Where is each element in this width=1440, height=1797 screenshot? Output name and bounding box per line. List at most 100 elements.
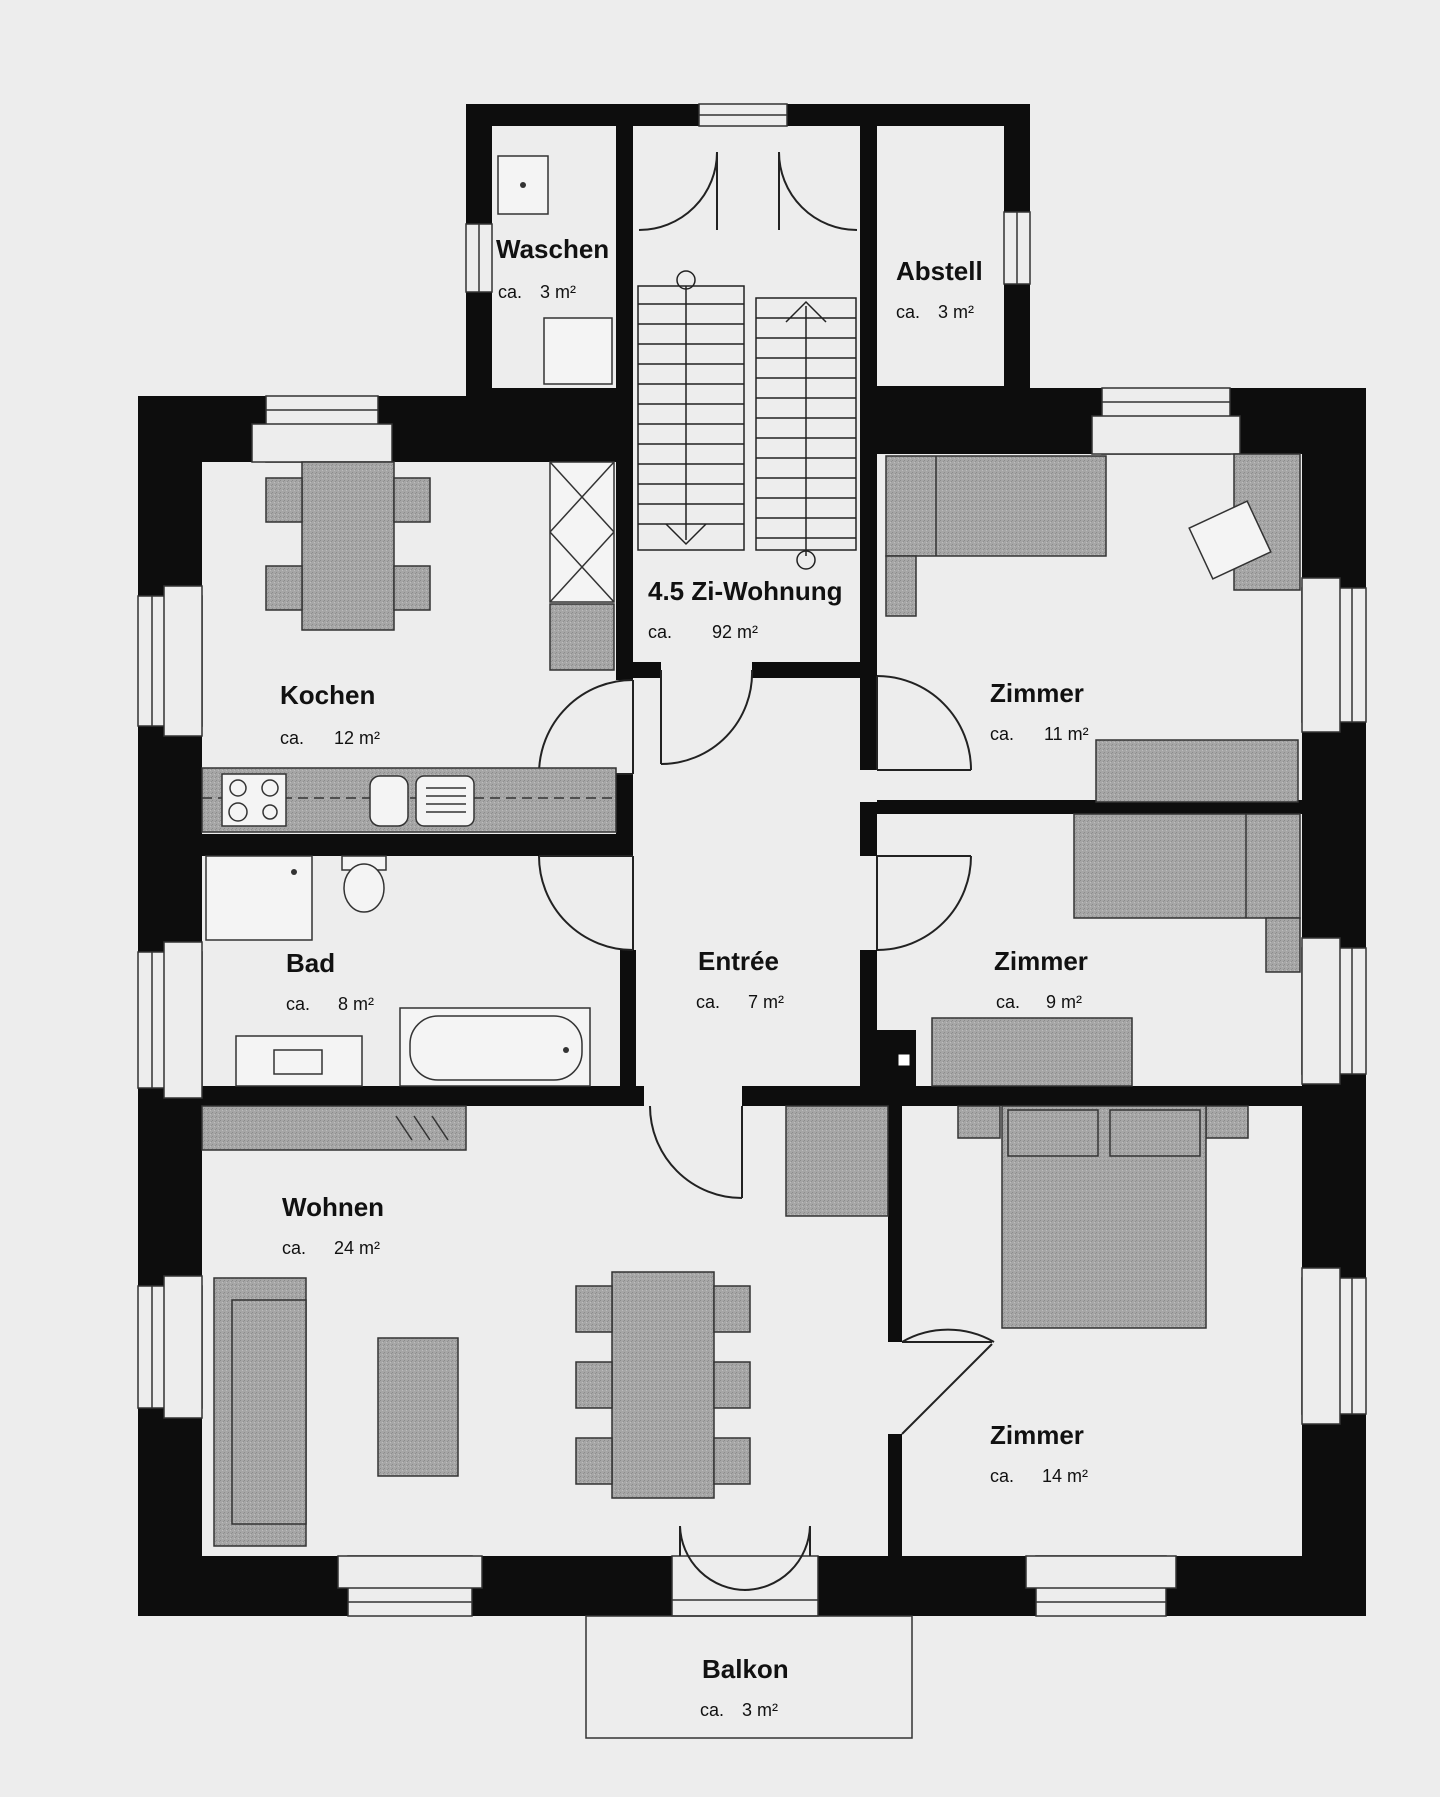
wall-entree-right-1 <box>860 670 877 770</box>
room-area-prefix: ca. <box>700 1700 724 1720</box>
room-name: Zimmer <box>990 678 1084 708</box>
furniture <box>201 155 1301 1547</box>
room-area: 12 m² <box>334 728 380 748</box>
wall-north-left-b <box>378 396 633 462</box>
wardrobe-zimmer-e <box>931 1017 1133 1087</box>
kitchen-sink <box>369 775 409 827</box>
label-bad: Bad ca. 8 m² <box>286 948 374 1014</box>
dining-chair <box>713 1285 751 1333</box>
room-name: Balkon <box>702 1654 789 1684</box>
label-kochen: Kochen ca. 12 m² <box>280 680 380 748</box>
room-labels: Waschen ca. 3 m² Abstell ca. 3 m² 4.5 Zi… <box>280 234 1089 1720</box>
wall-south-4 <box>1166 1556 1366 1616</box>
balcony <box>585 1615 913 1739</box>
nightstand <box>1205 1105 1249 1139</box>
kitchen-chair <box>265 565 303 611</box>
wall-zimmer-ne-e <box>877 800 1302 814</box>
room-name: Abstell <box>896 256 983 286</box>
wall-west-1 <box>138 396 202 596</box>
room-area-prefix: ca. <box>648 622 672 642</box>
window-zimmer-se-east <box>1301 1267 1367 1425</box>
room-name: Entrée <box>698 946 779 976</box>
room-area-prefix: ca. <box>498 282 522 302</box>
apartment-name: 4.5 Zi-Wohnung <box>648 576 843 606</box>
room-area-prefix: ca. <box>282 1238 306 1258</box>
dining-chair <box>575 1285 613 1333</box>
room-area-prefix: ca. <box>286 994 310 1014</box>
room-name: Bad <box>286 948 335 978</box>
window-kochen-north <box>251 395 393 463</box>
dining-table-kitchen <box>301 461 395 631</box>
window-abstell <box>1003 211 1031 285</box>
wardrobe-zimmer-ne <box>1095 739 1299 803</box>
label-zimmer-se: Zimmer ca. 14 m² <box>990 1420 1088 1486</box>
wall-wohnen-zimmer-se <box>888 1106 902 1342</box>
bed-zimmer-ne <box>885 455 1107 557</box>
dining-table-wohnen <box>611 1271 715 1499</box>
column-marker <box>897 1053 911 1067</box>
wall-south-2 <box>472 1556 672 1616</box>
stairs <box>637 270 857 570</box>
room-area: 7 m² <box>748 992 784 1012</box>
cabinet-entree <box>785 1105 889 1217</box>
wall-bad-right <box>620 950 636 1100</box>
stair-left <box>637 285 745 551</box>
label-entree: Entrée ca. 7 m² <box>696 946 784 1012</box>
room-area-prefix: ca. <box>990 1466 1014 1486</box>
door-stair <box>660 669 754 765</box>
toilet <box>343 863 385 913</box>
door-kochen <box>538 679 634 775</box>
nightstand <box>885 555 917 617</box>
label-waschen: Waschen ca. 3 m² <box>496 234 609 302</box>
wall-upper-left <box>466 104 492 224</box>
dining-chair <box>713 1437 751 1485</box>
door-wohnen <box>649 1105 743 1199</box>
room-name: Zimmer <box>994 946 1088 976</box>
room-area-prefix: ca. <box>280 728 304 748</box>
kitchen-chair <box>393 565 431 611</box>
nightstand <box>957 1105 1001 1139</box>
window-kochen-west <box>137 585 203 737</box>
pillow <box>1109 1109 1201 1157</box>
sideboard-wohnen <box>201 1105 467 1151</box>
walls <box>138 104 1366 1616</box>
kitchen-cabinet-tall <box>549 461 615 603</box>
sink-drainer <box>415 775 475 827</box>
wall-upper-right <box>1004 104 1030 212</box>
room-area-prefix: ca. <box>696 992 720 1012</box>
wall-north-right-a <box>860 388 1102 454</box>
apartment-area: 92 m² <box>712 622 758 642</box>
label-zimmer-ne: Zimmer ca. 11 m² <box>990 678 1089 744</box>
label-wohnen: Wohnen ca. 24 m² <box>282 1192 384 1258</box>
shower-tray <box>205 855 313 941</box>
wall-entree-wohnen-right <box>742 1086 1306 1106</box>
wall-south-3 <box>818 1556 1036 1616</box>
wall-kochen-right <box>616 462 633 680</box>
window-zimmer-se-south <box>1025 1555 1177 1617</box>
door-zimmer-ne <box>876 675 972 771</box>
label-balkon: Balkon ca. 3 m² <box>700 1654 789 1720</box>
room-area: 9 m² <box>1046 992 1082 1012</box>
room-area: 11 m² <box>1044 724 1089 744</box>
window-wohnen-south <box>337 1555 483 1617</box>
wall-bad-wohnen <box>202 1086 644 1106</box>
pillow <box>1007 1109 1099 1157</box>
room-area: 24 m² <box>334 1238 380 1258</box>
wall-upper-top-right <box>787 104 1028 126</box>
door-abstell <box>778 151 858 231</box>
room-area: 3 m² <box>540 282 576 302</box>
wall-entree-right-3 <box>860 950 877 1086</box>
room-name: Zimmer <box>990 1420 1084 1450</box>
window-waschen <box>465 223 493 293</box>
window-zimmer-ne-north <box>1091 387 1241 455</box>
dining-chair <box>713 1361 751 1409</box>
kitchen-chair <box>265 477 303 523</box>
kitchen-chair <box>393 477 431 523</box>
room-area-prefix: ca. <box>996 992 1020 1012</box>
wall-east-2 <box>1302 722 1366 948</box>
room-name: Waschen <box>496 234 609 264</box>
door-waschen <box>638 151 718 231</box>
label-zimmer-e: Zimmer ca. 9 m² <box>994 946 1088 1012</box>
wall-kochen-right-low <box>616 774 633 856</box>
